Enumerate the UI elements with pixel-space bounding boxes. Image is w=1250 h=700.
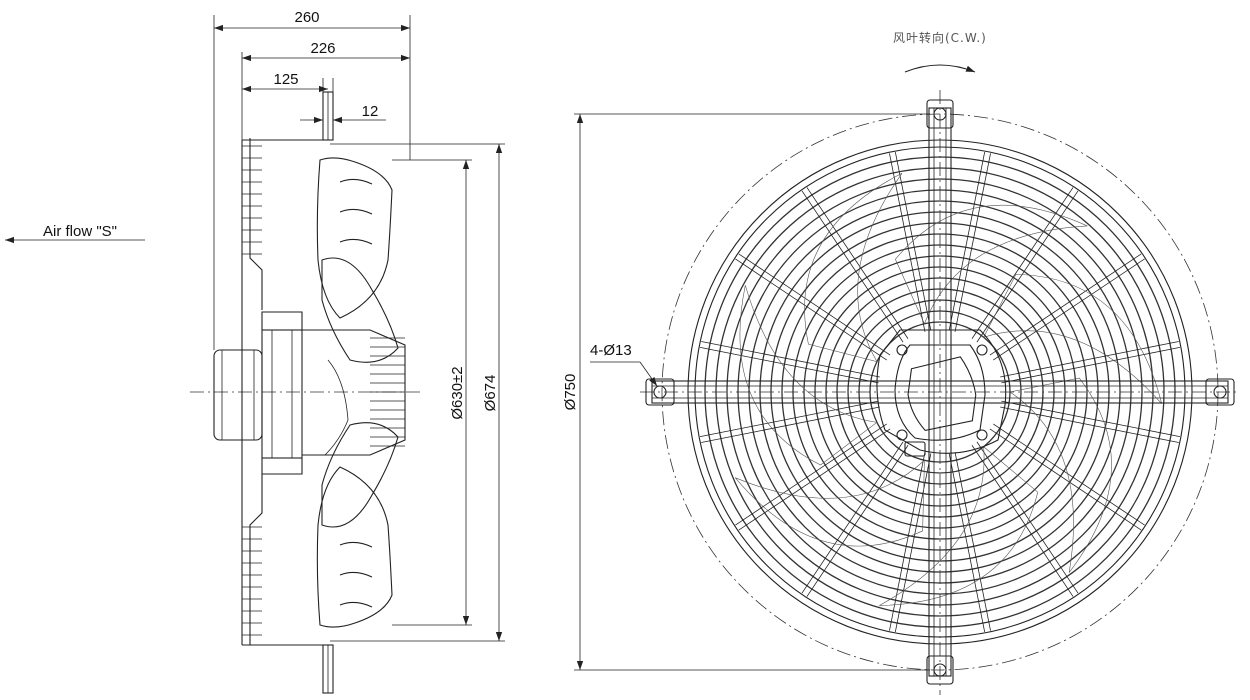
dim-mount-diameter: Ø750 bbox=[562, 374, 579, 411]
hole-spec-callout: 4-Ø13 bbox=[590, 342, 658, 387]
grille-spoke bbox=[992, 258, 1145, 361]
grille-spoke bbox=[735, 423, 888, 526]
grille-spoke bbox=[948, 453, 986, 632]
blade-outline bbox=[739, 285, 878, 466]
blade-outline bbox=[895, 204, 1088, 325]
grille-spoke bbox=[954, 153, 991, 332]
motor-hub bbox=[876, 329, 1007, 457]
guard-grille-spokes bbox=[700, 152, 1180, 632]
blade-outline bbox=[734, 459, 925, 547]
grille-spoke bbox=[889, 452, 926, 631]
grille-spoke bbox=[700, 400, 879, 438]
blade-slot bbox=[339, 601, 373, 608]
grille-spoke bbox=[948, 152, 986, 331]
blade-slot bbox=[339, 541, 373, 548]
hole-spec-label: 4-Ø13 bbox=[590, 342, 632, 359]
grille-spoke bbox=[701, 406, 880, 443]
rotation-direction-note: 风叶转向(C.W.) bbox=[893, 30, 987, 45]
grille-spoke bbox=[992, 423, 1145, 526]
grille-spoke bbox=[738, 428, 891, 531]
blade-slot bbox=[339, 238, 373, 245]
motor bbox=[213, 311, 406, 475]
side-view: 260 226 125 12 Ø630±2 Ø674 Air flow bbox=[5, 9, 505, 694]
grille-spoke bbox=[806, 187, 909, 340]
dim-blade-diameter: Ø630±2 bbox=[449, 366, 466, 419]
rotation-arrow bbox=[904, 64, 976, 73]
front-view: 风叶转向(C.W.) bbox=[562, 30, 1240, 695]
airflow-label: Air flow "S" bbox=[43, 223, 117, 240]
blade-outline bbox=[1009, 377, 1112, 573]
blade-outline bbox=[879, 446, 1039, 606]
dim-overall-depth: 260 bbox=[294, 9, 319, 26]
grille-spoke bbox=[801, 190, 904, 343]
grille-spoke bbox=[1001, 400, 1180, 438]
grille-spoke bbox=[738, 253, 891, 356]
grille-spoke bbox=[1001, 346, 1180, 384]
grille-spoke bbox=[976, 441, 1079, 594]
mounting-flange-bottom bbox=[322, 644, 334, 694]
dim-flange-thickness: 12 bbox=[362, 103, 379, 120]
grille-spoke bbox=[971, 187, 1074, 340]
grille-spoke bbox=[894, 453, 932, 632]
blade-slot bbox=[339, 178, 373, 185]
blade-slot bbox=[339, 208, 373, 215]
grille-spoke bbox=[806, 444, 909, 597]
blade-outline bbox=[983, 274, 1162, 404]
grille-spoke bbox=[954, 452, 991, 631]
dim-guard-depth: 226 bbox=[310, 40, 335, 57]
grille-spoke bbox=[971, 444, 1074, 597]
airflow-indicator: Air flow "S" bbox=[5, 223, 145, 244]
side-dimensions: 260 226 125 12 Ø630±2 Ø674 bbox=[213, 9, 505, 642]
mounting-arms bbox=[651, 107, 1229, 677]
side-guard bbox=[241, 138, 325, 646]
grille-spoke bbox=[894, 152, 932, 331]
grille-spoke bbox=[700, 346, 879, 384]
grille-spoke bbox=[1000, 406, 1179, 443]
dim-guard-diameter: Ø674 bbox=[482, 375, 499, 412]
fan-blades-side bbox=[316, 157, 399, 628]
grille-spoke bbox=[801, 441, 904, 594]
dim-mount-offset: 125 bbox=[273, 71, 298, 88]
grille-spoke bbox=[701, 341, 880, 378]
grille-spoke bbox=[989, 428, 1142, 531]
fan-blades-front bbox=[734, 173, 1162, 606]
grille-spoke bbox=[1000, 341, 1179, 378]
mount-diameter-dimension: Ø750 bbox=[562, 113, 930, 671]
grille-spoke bbox=[735, 258, 888, 361]
blade-slot bbox=[339, 571, 373, 578]
grille-spoke bbox=[989, 253, 1142, 356]
blade-outline bbox=[804, 173, 903, 363]
mounting-flange-top bbox=[322, 91, 334, 141]
